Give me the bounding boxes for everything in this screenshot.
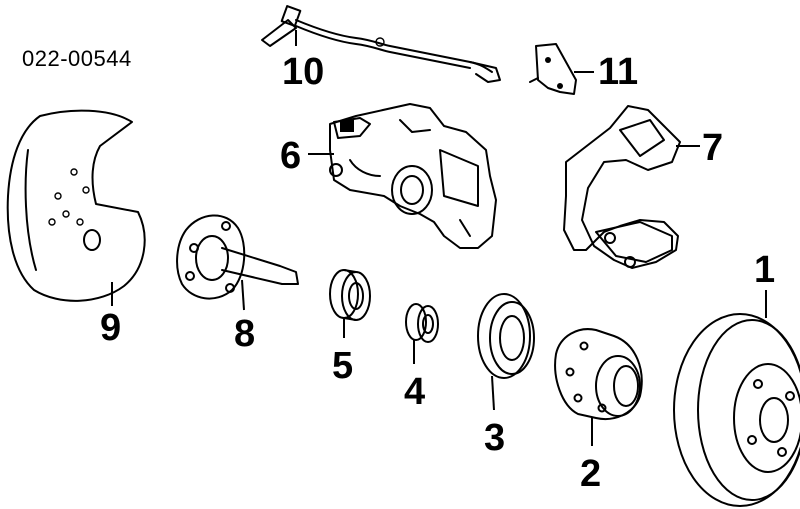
inner-bearing-part [329,269,371,321]
outer-bearing-part [405,303,439,343]
bracket-part [529,43,577,95]
callout-1: 1 [754,249,775,291]
callout-7: 7 [702,127,723,169]
callout-11: 11 [598,51,638,93]
leader-lines [111,30,767,446]
brake-disc-part [673,313,800,507]
callout-9: 9 [100,307,121,349]
callout-4: 4 [404,371,425,413]
callout-10: 10 [282,51,324,93]
callout-6: 6 [280,135,301,177]
callout-8: 8 [234,313,255,355]
callout-3: 3 [484,417,505,459]
abs-sensor-part [261,5,501,83]
hub-part [554,328,643,420]
callout-2: 2 [580,453,601,495]
spindle-part [176,214,299,300]
callout-5: 5 [332,345,353,387]
caliper-bracket-part [563,105,681,269]
seal-part [477,293,535,379]
brake-caliper-part [329,103,497,249]
part-code: 022-00544 [22,46,132,71]
dust-shield-part [6,109,146,302]
